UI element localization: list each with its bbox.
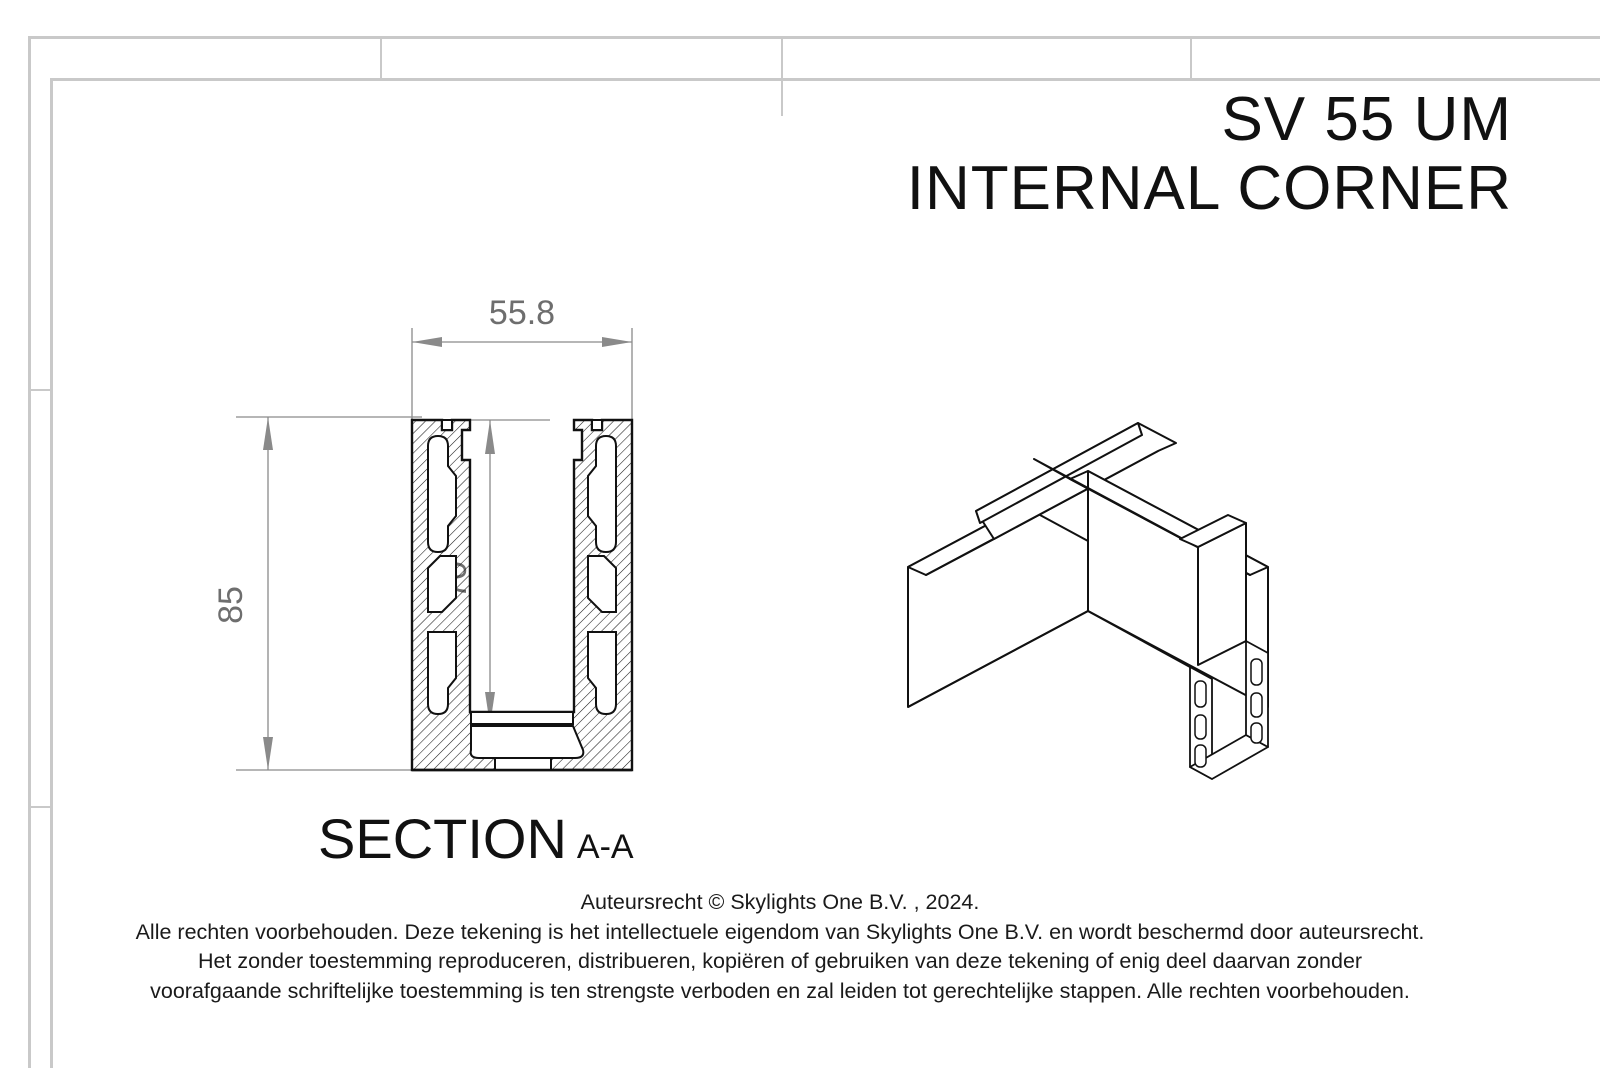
iso-end-cavities bbox=[1194, 658, 1263, 768]
dimension-label-55-8: 55.8 bbox=[489, 294, 555, 332]
title-block: SV 55 UM INTERNAL CORNER bbox=[906, 85, 1512, 224]
drawing-title-line2: INTERNAL CORNER bbox=[906, 154, 1512, 224]
iso-cavity-a bbox=[1194, 680, 1207, 708]
setting-block bbox=[469, 711, 585, 771]
cavity-group-right bbox=[587, 434, 617, 716]
drawing-title-line1: SV 55 UM bbox=[1221, 85, 1512, 154]
setting-block-foot bbox=[494, 757, 552, 771]
iso-right-inner-wall-top bbox=[1179, 514, 1247, 548]
margin-tick-top-1 bbox=[380, 38, 382, 78]
hook-left-groove bbox=[441, 419, 453, 431]
margin-tick-top-2 bbox=[781, 38, 783, 116]
iso-cavity-e bbox=[1250, 692, 1263, 718]
iso-cavity-d bbox=[1250, 658, 1263, 686]
copyright-line-4: voorafgaande schriftelijke toestemming i… bbox=[150, 978, 1410, 1003]
iso-cavity-b bbox=[1194, 714, 1207, 740]
iso-end-section bbox=[1189, 640, 1269, 780]
margin-tick-left-1 bbox=[29, 389, 51, 391]
copyright-line-3: Het zonder toestemming reproduceren, dis… bbox=[197, 949, 1363, 974]
cavity-group-left bbox=[427, 434, 457, 716]
gasket-hook-right bbox=[591, 419, 603, 431]
copyright-line-1: Auteursrecht © Skylights One B.V. , 2024… bbox=[580, 890, 980, 914]
dimension-width-55-8 bbox=[411, 328, 633, 432]
gasket-hook-left bbox=[441, 419, 453, 431]
cavity-left-1 bbox=[427, 434, 457, 554]
copyright-line-2: Alle rechten voorbehouden. Deze tekening… bbox=[135, 919, 1425, 944]
setting-block-plate bbox=[470, 711, 574, 725]
section-caption-main: SECTION bbox=[318, 807, 567, 870]
hook-right-groove bbox=[591, 419, 603, 431]
dimension-depth-70 bbox=[465, 419, 550, 725]
cavity-right-1 bbox=[587, 434, 617, 554]
section-caption-sub: A-A bbox=[576, 828, 634, 866]
isometric-corner-svg bbox=[907, 422, 1269, 780]
iso-inner-mitre-line bbox=[1039, 514, 1089, 542]
iso-cavity-f bbox=[1250, 722, 1263, 744]
cavity-left-3 bbox=[427, 631, 457, 716]
cavity-left-2 bbox=[427, 555, 457, 613]
section-profile-svg: 55.8 85 70 bbox=[212, 294, 634, 772]
iso-right-bottom-edge bbox=[1087, 610, 1191, 668]
copyright-notice: Auteursrecht © Skylights One B.V. , 2024… bbox=[0, 888, 1560, 1007]
margin-tick-top-3 bbox=[1190, 38, 1192, 78]
cavity-right-3 bbox=[587, 631, 617, 716]
section-view-aa: 55.8 85 70 bbox=[190, 280, 710, 820]
cavity-right-2 bbox=[587, 555, 617, 613]
margin-tick-left-2 bbox=[29, 806, 51, 808]
setting-block-pad bbox=[469, 725, 585, 759]
dimension-label-85: 85 bbox=[212, 586, 250, 624]
isometric-view bbox=[890, 415, 1290, 835]
extrusion-cross-section bbox=[410, 418, 634, 772]
dimension-height-85 bbox=[236, 416, 422, 771]
iso-left-bottom-edge bbox=[907, 610, 1089, 708]
iso-cavity-c bbox=[1194, 744, 1207, 768]
